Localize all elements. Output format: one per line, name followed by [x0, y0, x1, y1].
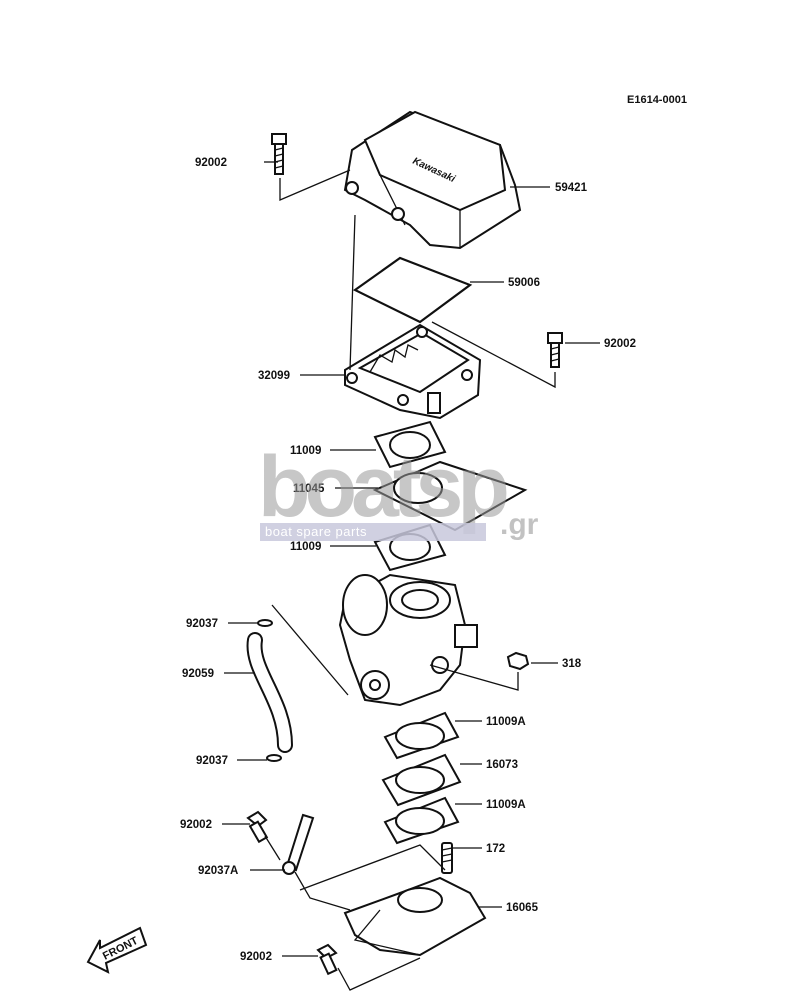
spacer-16073[interactable]: [381, 753, 462, 807]
stud-172[interactable]: [441, 842, 453, 874]
hose-92059[interactable]: [246, 632, 293, 753]
gasket-11009a-top[interactable]: [383, 711, 460, 760]
label-11009-bottom: 11009: [290, 541, 321, 553]
air-filter-cover-part[interactable]: Kawasaki: [343, 110, 522, 250]
bolt-92002-top-left[interactable]: [271, 133, 287, 175]
label-16065: 16065: [506, 902, 539, 914]
label-59006: 59006: [508, 277, 540, 289]
label-32099: 32099: [258, 370, 290, 382]
bolt-92002-bottom[interactable]: [316, 943, 338, 976]
clip-92037-top[interactable]: [257, 619, 273, 627]
filter-base-part[interactable]: [344, 323, 482, 420]
label-92002-mid-left: 92002: [180, 819, 212, 831]
gasket-11009-top[interactable]: [373, 420, 447, 469]
label-172: 172: [486, 843, 505, 855]
diagram-id: E1614-0001: [627, 94, 687, 106]
label-11009a-bottom: 11009A: [486, 799, 526, 811]
label-16073: 16073: [486, 759, 518, 771]
bolt-92002-mid-left[interactable]: [246, 810, 269, 844]
label-92002-bottom: 92002: [240, 951, 272, 963]
label-318: 318: [562, 658, 582, 670]
intake-manifold-16065[interactable]: [343, 876, 487, 957]
label-92037-top: 92037: [186, 618, 218, 630]
label-92059: 92059: [182, 668, 214, 680]
label-92037-bottom: 92037: [196, 755, 228, 767]
label-11009-top: 11009: [290, 445, 321, 457]
gasket-11009a-bottom[interactable]: [383, 796, 460, 845]
clip-92037-bottom[interactable]: [266, 754, 282, 762]
label-92002-top-left: 92002: [195, 157, 227, 169]
label-leaders: [222, 161, 600, 957]
filter-element-part[interactable]: [352, 256, 473, 324]
nut-318[interactable]: [506, 651, 530, 671]
bolt-92002-right[interactable]: [547, 332, 563, 368]
label-92002-right: 92002: [604, 338, 636, 350]
front-arrow-icon: FRONT: [86, 926, 148, 974]
label-59421: 59421: [555, 182, 588, 194]
watermark-tagline: boat spare parts: [265, 524, 367, 539]
label-11009a-top: 11009A: [486, 716, 526, 728]
plate-11045[interactable]: [372, 460, 528, 532]
label-92037a: 92037A: [198, 865, 238, 877]
carburetor-part[interactable]: [338, 573, 478, 707]
watermark-tagline-bar: [260, 523, 486, 541]
assembly-lines: [264, 169, 556, 991]
watermark-logo: boatsp: [258, 439, 510, 535]
tie-92037a[interactable]: [282, 813, 315, 875]
label-11045: 11045: [293, 483, 325, 495]
watermark-domain-suffix: .gr: [500, 508, 539, 541]
